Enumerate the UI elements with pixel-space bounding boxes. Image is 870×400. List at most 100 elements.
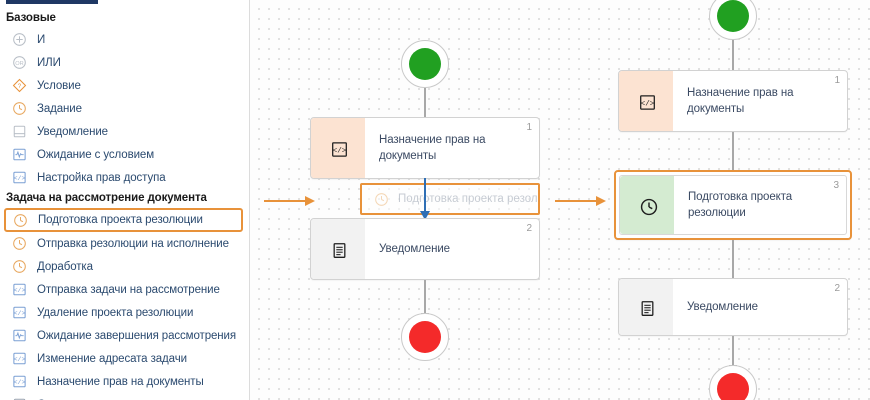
svg-text:?: ? [18,83,22,90]
palette-item-label: Доработка [37,260,93,273]
diamond-condition-icon: ? [12,78,27,93]
clock-task-icon [12,259,27,274]
svg-text:</>: </> [14,356,26,363]
before-end-terminal[interactable] [401,313,449,361]
palette-sidebar: Базовые И OR ИЛИ ? Условие [0,0,250,400]
palette-item-label: Подготовка проекта резолюции [38,214,203,226]
palette-item-send-resolution-for-execution[interactable]: Отправка резолюции на исполнение [0,232,249,255]
node-icon-strip [311,219,365,279]
node-title: Назначение прав на документы [379,134,486,162]
before-node-notification[interactable]: 2 Уведомление [310,218,540,280]
palette-list: Базовые И OR ИЛИ ? Условие [0,0,249,400]
palette-item-condition[interactable]: ? Условие [0,74,249,97]
palette-group-title-task-review: Задача на рассмотрение документа [6,192,207,204]
node-body: 3 Подготовка проекта резолюции [674,176,846,234]
svg-text:</>: </> [14,287,26,294]
code-script-icon: </> [12,351,27,366]
waveform-wait-icon [12,328,27,343]
palette-item-access-rights-setup[interactable]: </> Настройка прав доступа [0,166,249,189]
workflow-canvas[interactable]: </> 1 Назначение прав на документы Подго… [250,0,870,400]
before-start-terminal[interactable] [401,40,449,88]
code-script-icon: </> [12,305,27,320]
after-node-assign-rights[interactable]: </> 1 Назначение прав на документы [618,70,848,132]
clock-task-icon [640,198,657,215]
node-icon-strip [620,176,674,234]
guide-arrow-left [264,195,315,206]
node-number: 2 [834,283,840,294]
palette-item-label: Изменение адресата задачи [37,352,187,365]
guide-arrow-right [555,195,606,206]
arrow-head-icon [305,195,315,206]
palette-item-send-task-for-review[interactable]: </> Отправка задачи на рассмотрение [0,278,249,301]
arrow-head-icon [419,211,430,220]
palette-item-wait-with-condition[interactable]: Ожидание с условием [0,143,249,166]
end-dot [409,321,441,353]
drop-placeholder-label: Подготовка проекта резолюции [398,193,538,205]
svg-text:OR: OR [15,61,23,67]
node-icon-strip [619,279,673,335]
arrow-head-icon [596,195,606,206]
node-number: 2 [526,223,532,234]
code-script-icon: </> [12,374,27,389]
checkbox-task-icon [12,397,27,400]
svg-text:</>: </> [14,310,26,317]
palette-item-label: Настройка прав доступа [37,171,166,184]
after-start-terminal[interactable] [709,0,757,40]
active-tab-indicator[interactable] [6,0,98,4]
drag-insert-arrow [419,178,430,220]
clock-task-icon [374,192,389,207]
palette-item-label: Отправка резолюции на исполнение [37,237,229,250]
node-title: Подготовка проекта резолюции [688,191,793,219]
palette-item-delete-resolution-draft[interactable]: </> Удаление проекта резолюции [0,301,249,324]
after-connector-node3-node2 [728,240,737,285]
code-script-icon: </> [331,141,347,157]
note-notification-icon [331,242,346,258]
code-script-icon: </> [639,94,655,110]
node-inner: 3 Подготовка проекта резолюции [619,175,847,235]
palette-item-prepare-resolution-draft[interactable]: Подготовка проекта резолюции [4,208,243,232]
after-node-notification[interactable]: 2 Уведомление [618,278,848,336]
waveform-wait-icon [12,147,27,162]
end-dot [717,373,749,400]
start-dot [409,48,441,80]
palette-item-send-tasks-for-review[interactable]: Отправка задач на рассмотрение [0,393,249,400]
palette-item-change-task-addressee[interactable]: </> Изменение адресата задачи [0,347,249,370]
circle-plus-icon [12,32,27,47]
before-node-assign-rights[interactable]: </> 1 Назначение прав на документы [310,117,540,179]
before-connector-start-node1 [420,88,429,124]
palette-item-label: Ожидание завершения рассмотрения [37,329,236,342]
clock-task-icon [12,101,27,116]
after-end-terminal[interactable] [709,365,757,400]
node-number: 1 [526,122,532,133]
palette-item-assign-document-rights[interactable]: </> Назначение прав на документы [0,370,249,393]
palette-item-label: Уведомление [37,125,108,138]
node-title: Уведомление [687,301,758,313]
after-connector-node1-node3 [728,132,737,177]
svg-text:</>: </> [14,175,26,182]
clock-task-icon [13,213,28,228]
node-number: 1 [834,75,840,86]
node-icon-strip: </> [619,71,673,131]
code-script-icon: </> [12,170,27,185]
palette-item-or[interactable]: OR ИЛИ [0,51,249,74]
node-title: Уведомление [379,243,450,255]
palette-group-title-basic: Базовые [6,12,56,24]
palette-item-label: И [37,33,46,46]
node-icon-strip: </> [311,118,365,178]
node-body: 2 Уведомление [365,219,539,279]
after-node-prepare-resolution-draft[interactable]: 3 Подготовка проекта резолюции [614,170,852,240]
palette-item-wait-review-completion[interactable]: Ожидание завершения рассмотрения [0,324,249,347]
node-body: 1 Назначение прав на документы [673,71,847,131]
start-dot [717,0,749,32]
palette-item-label: Задание [37,102,82,115]
palette-item-notification[interactable]: Уведомление [0,120,249,143]
palette-item-task[interactable]: Задание [0,97,249,120]
drop-placeholder-ghost[interactable]: Подготовка проекта резолюции [360,183,540,215]
palette-item-rework[interactable]: Доработка [0,255,249,278]
after-connector-start-node1 [728,40,737,77]
node-number: 3 [833,180,839,191]
note-notification-icon [12,124,27,139]
palette-item-and[interactable]: И [0,28,249,51]
palette-item-label: Условие [37,79,81,92]
